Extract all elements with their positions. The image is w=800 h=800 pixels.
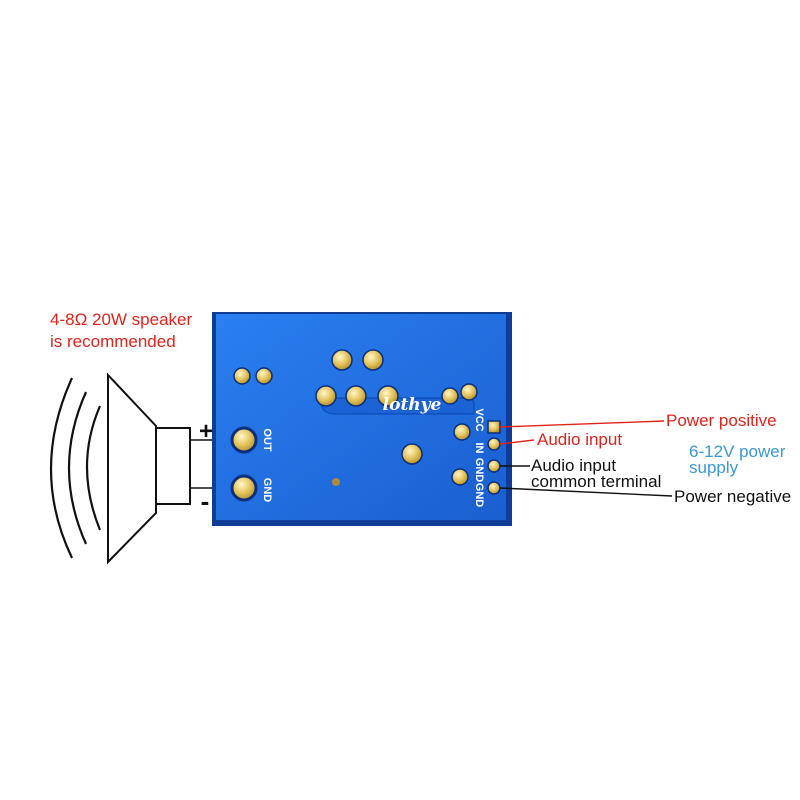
supply-note-line2: supply bbox=[689, 458, 739, 477]
speaker-note-line1: 4-8Ω 20W speaker bbox=[50, 310, 193, 329]
callout-lines bbox=[499, 420, 673, 497]
plus-terminal-mark: + bbox=[199, 418, 213, 445]
pin-label-in: IN bbox=[473, 443, 485, 454]
board-pads bbox=[230, 349, 478, 502]
supply-note-line1: 6-12V power bbox=[689, 442, 786, 461]
minus-terminal-mark: - bbox=[201, 486, 210, 516]
callout-audio-common-line2: common terminal bbox=[531, 472, 662, 491]
pin-label-gnd-2: GND bbox=[473, 483, 485, 508]
callout-audio-common-line1: Audio input bbox=[531, 456, 617, 475]
pin-label-gnd-left: GND bbox=[261, 478, 273, 503]
pin-label-gnd-1: GND bbox=[473, 458, 485, 483]
pin-header bbox=[487, 420, 501, 495]
pin-label-vcc: VCC bbox=[473, 408, 485, 431]
speaker-note-line2: is recommended bbox=[50, 332, 176, 351]
callout-power-negative: Power negative bbox=[674, 487, 792, 506]
pcb-board bbox=[212, 312, 512, 526]
callout-power-positive: Power positive bbox=[666, 411, 777, 430]
speaker-icon bbox=[107, 372, 191, 565]
sound-waves-icon bbox=[49, 377, 102, 559]
pin-label-out: OUT bbox=[261, 428, 273, 452]
brand-text: lothye bbox=[383, 395, 442, 415]
callout-audio-input: Audio input bbox=[537, 430, 623, 449]
